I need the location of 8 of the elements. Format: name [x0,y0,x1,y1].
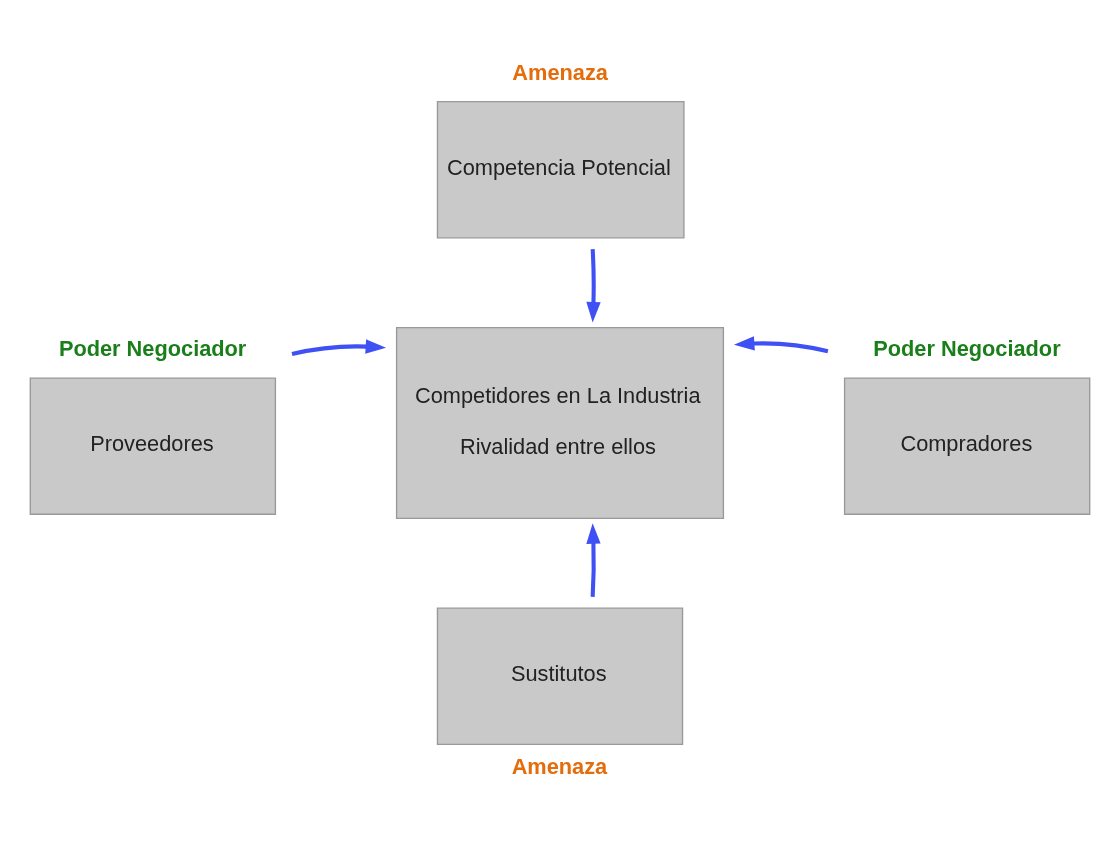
arrow [586,248,601,323]
node-label: Amenaza [511,754,608,780]
node-label: Amenaza [512,59,608,85]
arrow [586,523,601,598]
arrow [733,336,829,354]
node-label: Poder Negociador [58,336,247,361]
node-label: Poder Negociador [873,336,1061,361]
arrow [291,339,387,357]
